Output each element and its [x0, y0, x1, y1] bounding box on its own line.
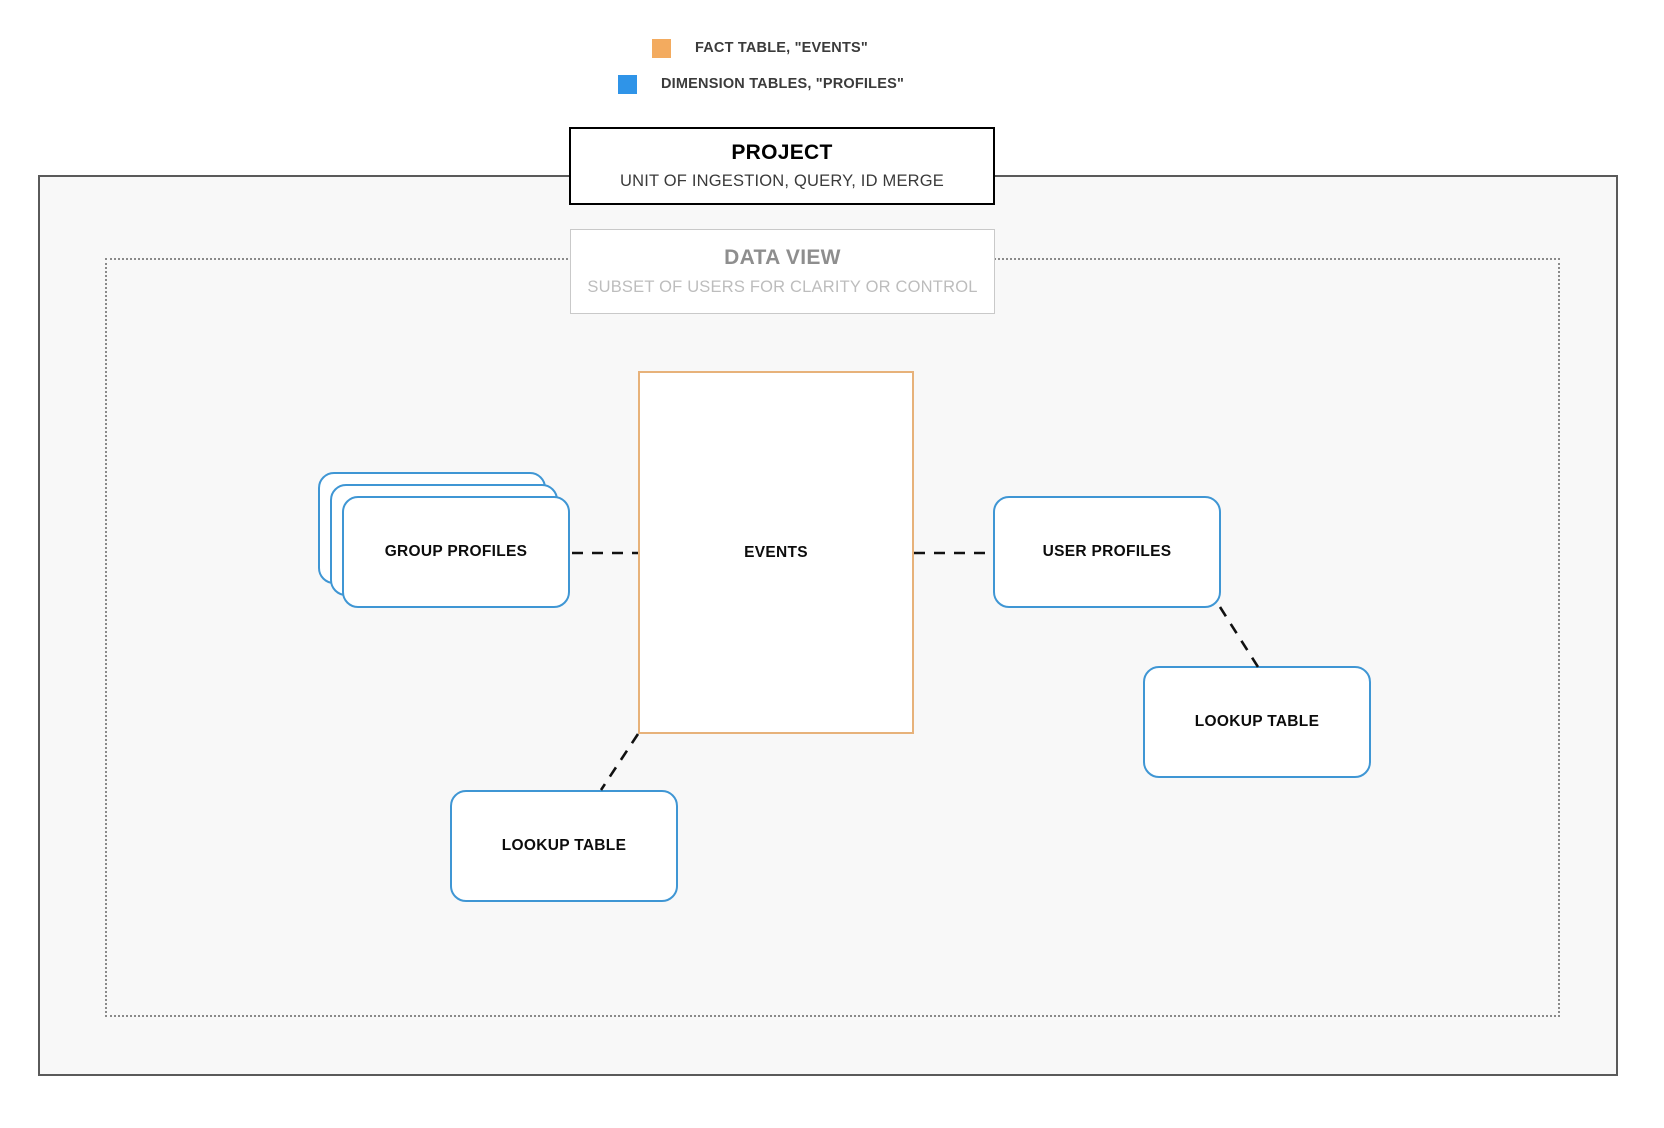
data-view-title: DATA VIEW	[724, 246, 841, 270]
legend-item-dimension-tables: DIMENSION TABLES, "PROFILES"	[0, 66, 1664, 102]
node-lookup-table-left-label: LOOKUP TABLE	[501, 837, 627, 854]
node-lookup-table-right-label: LOOKUP TABLE	[1194, 713, 1320, 730]
project-label-box: PROJECT UNIT OF INGESTION, QUERY, ID MER…	[569, 127, 995, 205]
legend-item-fact-table: FACT TABLE, "EVENTS"	[0, 30, 1664, 66]
node-group-profiles: GROUP PROFILES	[342, 496, 570, 608]
data-view-subtitle: SUBSET OF USERS FOR CLARITY OR CONTROL	[587, 277, 978, 296]
node-user-profiles-label: USER PROFILES	[1042, 543, 1172, 560]
project-subtitle: UNIT OF INGESTION, QUERY, ID MERGE	[619, 172, 944, 191]
node-lookup-table-left: LOOKUP TABLE	[450, 790, 678, 902]
node-events: EVENTS	[638, 371, 914, 734]
fact-table-swatch-icon	[652, 38, 671, 58]
data-view-label-box: DATA VIEW SUBSET OF USERS FOR CLARITY OR…	[570, 229, 995, 314]
project-title: PROJECT	[731, 140, 833, 164]
dimension-tables-swatch-icon	[618, 74, 637, 94]
node-group-profiles-label: GROUP PROFILES	[384, 543, 528, 560]
legend-label-dimension-tables: DIMENSION TABLES, "PROFILES"	[661, 76, 905, 92]
node-events-label: EVENTS	[744, 543, 808, 561]
legend: FACT TABLE, "EVENTS" DIMENSION TABLES, "…	[0, 30, 1664, 102]
node-user-profiles: USER PROFILES	[993, 496, 1221, 608]
legend-label-fact-table: FACT TABLE, "EVENTS"	[695, 40, 868, 56]
node-lookup-table-right: LOOKUP TABLE	[1143, 666, 1371, 778]
